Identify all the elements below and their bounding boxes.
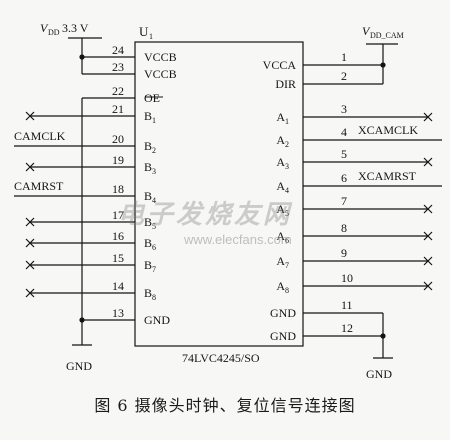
pin-name-2: DIR	[275, 77, 296, 91]
right-signal-wires	[303, 112, 442, 291]
pin-number-13: 13	[112, 306, 124, 320]
figure-caption: 图 6 摄像头时钟、复位信号连接图	[94, 396, 356, 415]
pin-sub-15: 7	[152, 265, 156, 274]
pin-number-9: 9	[341, 246, 347, 260]
pin-number-16: 16	[112, 229, 124, 243]
pin-name-22: OE	[144, 91, 160, 105]
right-ground-net: GND	[303, 312, 393, 381]
pin-number-6: 6	[341, 171, 347, 185]
pin-name-23: VCCB	[144, 67, 177, 81]
pin-number-19: 19	[112, 153, 124, 167]
supply-left-sub: DD	[48, 28, 60, 37]
pin-number-24: 24	[112, 43, 124, 57]
pin-sub-16: 6	[152, 243, 156, 252]
pin-sub-9: 7	[285, 261, 289, 270]
pin-name-10: A8	[276, 279, 289, 295]
pin-sub-18: 4	[152, 196, 156, 205]
pin-sub-7: 5	[285, 209, 289, 218]
pin-name-12: GND	[270, 329, 296, 343]
supply-right-label: V	[362, 24, 371, 38]
pin-sub-8: 6	[285, 236, 289, 245]
left-signal-wires	[14, 111, 135, 298]
supply-left-value: 3.3 V	[62, 21, 89, 35]
pin-number-5: 5	[341, 147, 347, 161]
pin-sub-5: 3	[285, 162, 289, 171]
pin-number-1: 1	[341, 50, 347, 64]
pin-number-8: 8	[341, 221, 347, 235]
pin-number-12: 12	[341, 321, 353, 335]
chip-body	[134, 41, 304, 347]
ground-left-label: GND	[66, 359, 92, 373]
pin-name-20: B2	[144, 139, 156, 155]
pin-number-23: 23	[112, 60, 124, 74]
pin-sub-6: 4	[285, 186, 289, 195]
pin-number-4: 4	[341, 125, 347, 139]
pin-name-3: A1	[276, 110, 289, 126]
pin-sub-21: 1	[152, 116, 156, 125]
chip-ref: U	[139, 24, 149, 39]
pin-name-24: VCCB	[144, 50, 177, 64]
pin-sub-19: 3	[152, 167, 156, 176]
pin-name-11: GND	[270, 306, 296, 320]
pin-name-5: A3	[276, 155, 289, 171]
pin-number-17: 17	[112, 208, 124, 222]
pin-number-20: 20	[112, 132, 124, 146]
circuit-schematic: V DD 3.3 V U 1 V DD_CAM GND	[14, 21, 442, 381]
pin-number-22: 22	[112, 84, 124, 98]
pin-sub-20: 2	[152, 146, 156, 155]
watermark-url: www.elecfans.com	[184, 232, 292, 247]
watermark-logo-text: 电子发烧友网	[118, 200, 293, 230]
pin-number-21: 21	[112, 102, 124, 116]
pin-name-14: B8	[144, 286, 156, 302]
pin-number-10: 10	[341, 271, 353, 285]
pin-name-19: B3	[144, 160, 156, 176]
chip-ref-sub: 1	[149, 32, 153, 41]
pin-name-13: GND	[144, 313, 170, 327]
pin-sub-10: 8	[285, 286, 289, 295]
supply-left-label: V	[40, 21, 49, 35]
pin-number-18: 18	[112, 182, 124, 196]
net-xcamclk: XCAMCLK	[358, 123, 418, 137]
pin-name-6: A4	[276, 179, 289, 195]
net-camclk: CAMCLK	[14, 129, 66, 143]
supply-right-sub: DD_CAM	[370, 31, 404, 40]
pin-number-3: 3	[341, 102, 347, 116]
pin-sub-14: 8	[152, 293, 156, 302]
chip-part-number: 74LVC4245/SO	[182, 351, 260, 365]
pin-sub-3: 1	[285, 117, 289, 126]
pin-sub-4: 2	[285, 140, 289, 149]
pin-name-9: A7	[276, 254, 289, 270]
pin-name-15: B7	[144, 258, 156, 274]
net-xcamrst: XCAMRST	[358, 169, 417, 183]
net-camrst: CAMRST	[14, 179, 64, 193]
pin-name-1: VCCA	[263, 58, 297, 72]
supply-vdd-cam: V DD_CAM	[303, 24, 404, 85]
pin-number-2: 2	[341, 69, 347, 83]
ground-right-label: GND	[366, 367, 392, 381]
pin-name-21: B1	[144, 109, 156, 125]
pin-name-4: A2	[276, 133, 289, 149]
pin-number-7: 7	[341, 194, 347, 208]
pin-number-15: 15	[112, 251, 124, 265]
pin-sub-17: 5	[152, 222, 156, 231]
left-ground-net: GND	[66, 97, 135, 373]
pin-name-16: B6	[144, 236, 156, 252]
pin-number-14: 14	[112, 279, 124, 293]
supply-vdd-33: V DD 3.3 V	[40, 21, 135, 75]
pin-number-11: 11	[341, 298, 353, 312]
